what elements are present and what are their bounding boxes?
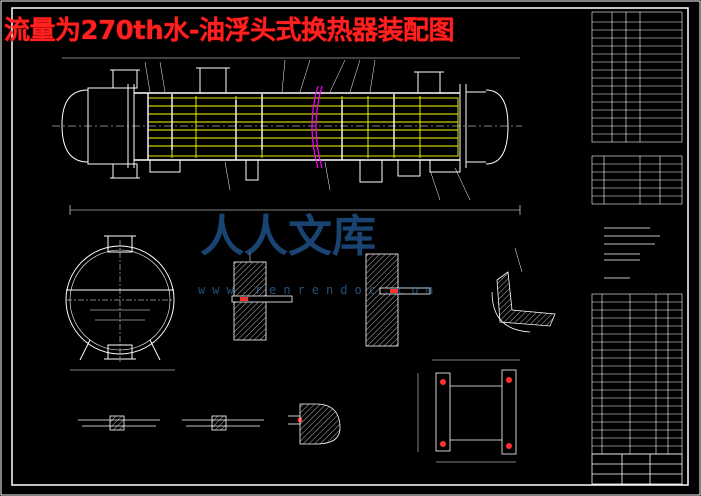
section-cut-mark <box>311 85 323 169</box>
end-section-view <box>65 235 175 371</box>
detail-angle <box>491 247 556 333</box>
detail-weld-1 <box>231 252 293 341</box>
watermark-mark: 人人文库 <box>200 211 376 262</box>
detail-flanges <box>417 359 520 463</box>
nozzle-table <box>591 155 683 205</box>
inner-border <box>11 7 689 486</box>
baffles-white <box>147 93 395 160</box>
drawing-title: 流量为270th水-油浮头式换热器装配图 <box>4 16 455 46</box>
parts-list-table <box>591 293 683 455</box>
tube-bundle <box>147 96 459 158</box>
detail-small-parts <box>78 403 341 445</box>
watermark-url: www.renrendoc.com <box>198 283 440 297</box>
notes-block <box>604 227 660 279</box>
main-elevation-view <box>52 57 522 215</box>
title-block <box>591 453 683 485</box>
detail-bolts-red <box>240 289 512 449</box>
spec-table-top <box>591 11 683 143</box>
detail-weld-2 <box>365 253 431 347</box>
